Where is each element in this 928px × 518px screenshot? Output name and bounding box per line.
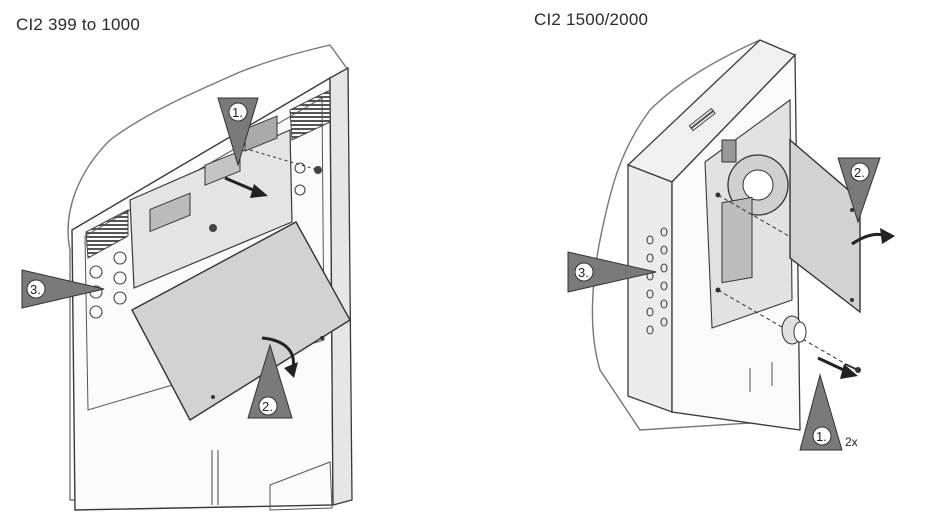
left-upper-vent [289, 89, 331, 141]
left-step-1-marker [217, 97, 259, 167]
left-step-3-marker [21, 269, 105, 309]
right-step-1-marker [799, 373, 843, 451]
right-step-3-label: 3. [578, 265, 589, 280]
right-step-2-marker [837, 157, 881, 224]
right-cutaway-outline [591, 39, 799, 431]
right-cover-panel [789, 138, 861, 314]
left-cabinet-side [329, 66, 353, 506]
left-side-vent [85, 209, 129, 259]
left-screw-right [314, 166, 322, 174]
right-step-2-label: 2. [854, 165, 865, 180]
left-cover-panel [131, 221, 351, 421]
right-step-1-label: 1. [816, 429, 827, 444]
left-cutaway-outline [67, 44, 351, 501]
figure-caption-ci2-399-1000: CI2 399 to 1000 [16, 15, 140, 34]
figure-caption-ci2-1500-2000: CI2 1500/2000 [534, 10, 649, 29]
left-step-2-label: 2. [262, 399, 273, 414]
left-screw-left [209, 224, 217, 232]
left-step-3-label: 3. [30, 282, 41, 297]
left-step-2-marker [247, 343, 293, 419]
right-figure: 1. 2x 2. 3. [567, 39, 895, 451]
right-step-3-marker [567, 251, 657, 293]
left-figure: 1. 2. 3. [21, 44, 353, 511]
left-step-1-label: 1. [232, 105, 243, 120]
right-repeat-note: 2x [845, 435, 858, 449]
right-cabinet-front [627, 164, 673, 413]
